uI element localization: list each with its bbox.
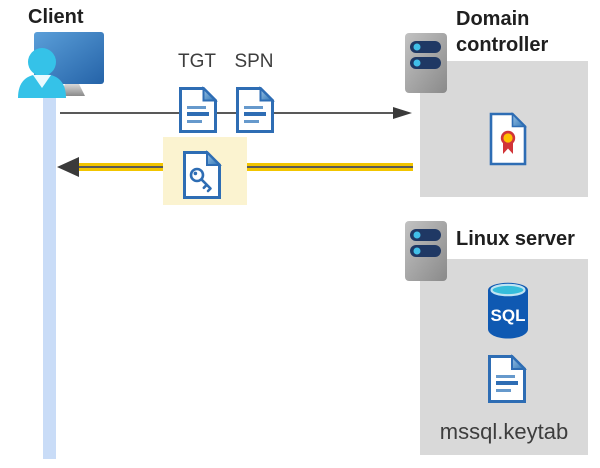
tgt-label: TGT (178, 51, 216, 72)
client-lifeline-bar (43, 94, 56, 459)
domain-controller-title: Domain controller (456, 8, 549, 56)
spn-document-icon (236, 86, 275, 133)
tgt-document-icon (179, 86, 218, 133)
client-title: Client (28, 6, 84, 28)
sql-database-icon: SQL (488, 282, 528, 339)
request-arrow-head-icon (393, 107, 412, 119)
linux-server-icon (405, 221, 447, 281)
keytab-filename-label: mssql.keytab (439, 419, 569, 444)
keytab-document-icon (488, 354, 527, 403)
client-user-monitor-icon (18, 32, 104, 98)
request-arrow-line (60, 112, 395, 114)
linux-server-title: Linux server (456, 228, 575, 250)
spn-label: SPN (234, 51, 274, 72)
key-ticket-document-icon (183, 150, 222, 199)
sql-icon-text: SQL (491, 306, 526, 325)
response-arrow-head-icon (57, 157, 79, 177)
certificate-icon (489, 112, 527, 166)
domain-controller-server-icon (405, 33, 447, 93)
